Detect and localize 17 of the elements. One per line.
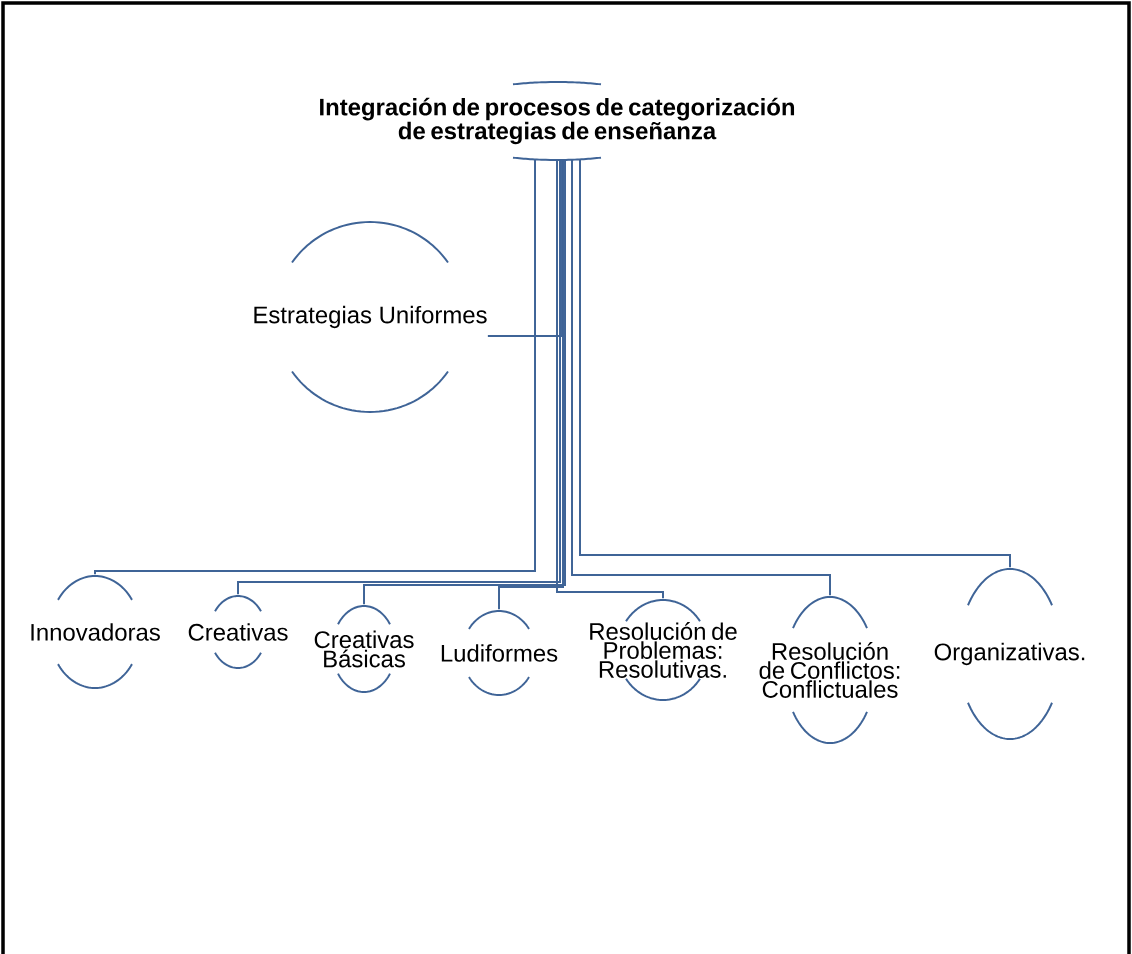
node-label: Resolución de Problemas: Resolutivas. bbox=[590, 622, 737, 678]
connector bbox=[486, 159, 563, 337]
connector bbox=[579, 159, 1011, 569]
connector bbox=[556, 159, 664, 600]
connector bbox=[94, 159, 536, 576]
node-label: Creativas bbox=[188, 623, 288, 641]
connector bbox=[363, 159, 566, 606]
node-label: Ludiformes bbox=[441, 644, 558, 662]
node-label: Innovadoras bbox=[31, 623, 160, 641]
node-label: Creativas Básicas bbox=[314, 630, 414, 668]
connector bbox=[498, 159, 564, 611]
node-label: Estrategias Uniformes bbox=[254, 305, 487, 329]
node-label: Resolución de Conflictos: Conflictuales bbox=[759, 642, 900, 698]
connector bbox=[237, 159, 561, 596]
node-label: Organizativas. bbox=[934, 642, 1085, 666]
connector bbox=[571, 159, 831, 597]
node-label: Integración de procesos de categorización de estrategias de enseñanza bbox=[320, 97, 795, 145]
